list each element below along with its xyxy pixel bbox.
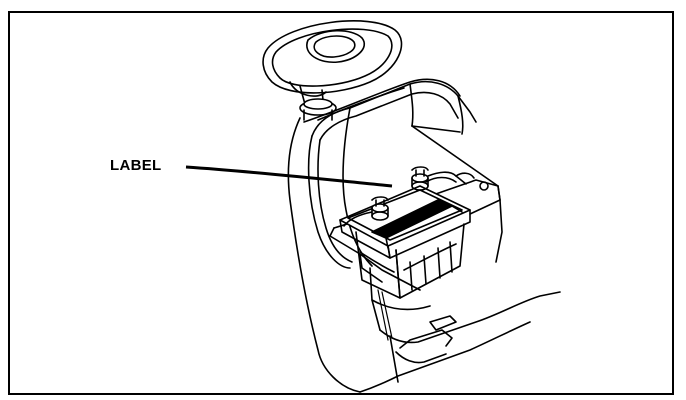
battery-strap (371, 199, 463, 249)
callout-label: LABEL (110, 157, 162, 174)
callout-leader-line (185, 165, 393, 188)
battery-terminal-negative (411, 166, 429, 191)
battery-terminal-positive (371, 196, 389, 221)
floorboard (359, 289, 561, 393)
battery (339, 185, 471, 299)
raised-seat-pan (307, 80, 477, 269)
battery-cables (343, 171, 489, 227)
steering-wheel (262, 20, 403, 121)
